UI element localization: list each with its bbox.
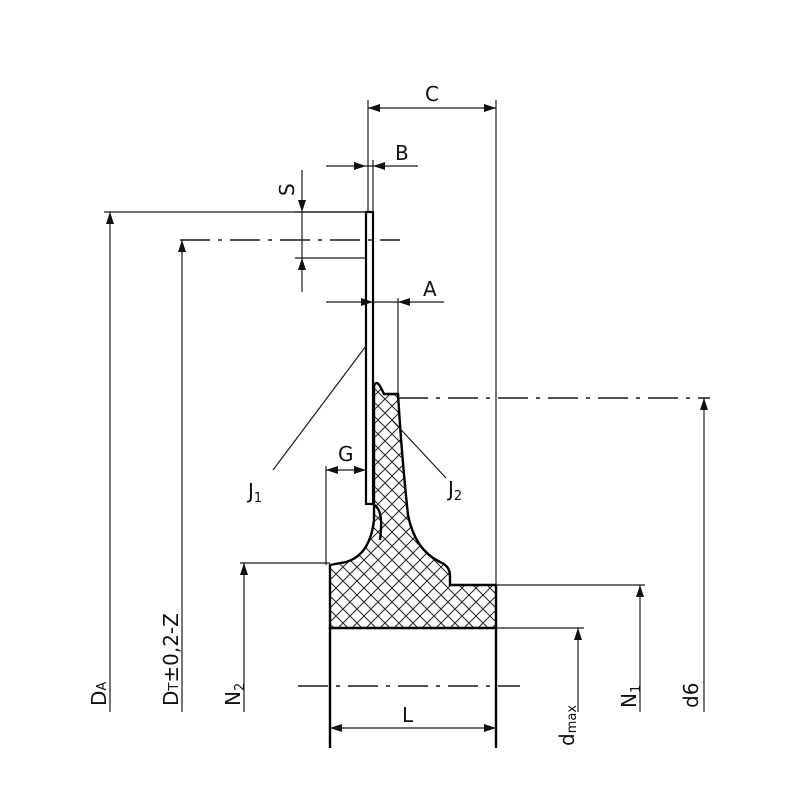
label-dt: DT±0,2-Z <box>159 613 183 706</box>
label-j1: J1 <box>246 479 262 506</box>
hatched-body-section <box>328 381 498 630</box>
label-n2: N2 <box>221 683 248 706</box>
svg-text:d6: d6 <box>679 683 703 708</box>
label-da: DA <box>87 682 111 706</box>
part-body <box>328 210 498 748</box>
svg-text:N2: N2 <box>221 683 248 706</box>
label-a: A <box>423 277 437 301</box>
label-dmax: dmax <box>555 705 580 746</box>
label-s: S <box>275 183 299 196</box>
plate-notch <box>373 503 383 541</box>
svg-text:DA: DA <box>87 682 111 706</box>
svg-text:DT±0,2-Z: DT±0,2-Z <box>159 613 183 706</box>
dimension-labels: C B S A G J1 J2 DA DT±0,2-Z N2 L dmax N1… <box>87 82 703 746</box>
label-n1: N1 <box>617 685 644 708</box>
svg-text:dmax: dmax <box>555 705 580 746</box>
label-b: B <box>395 141 409 165</box>
svg-text:N1: N1 <box>617 685 644 708</box>
label-d6: d6 <box>679 683 703 708</box>
label-l: L <box>402 703 414 727</box>
center-lines <box>180 239 710 687</box>
dimension-lines <box>104 100 708 732</box>
label-j2: J2 <box>446 477 462 504</box>
plate-section <box>364 210 375 506</box>
label-g: G <box>338 442 354 466</box>
label-c: C <box>425 82 439 106</box>
